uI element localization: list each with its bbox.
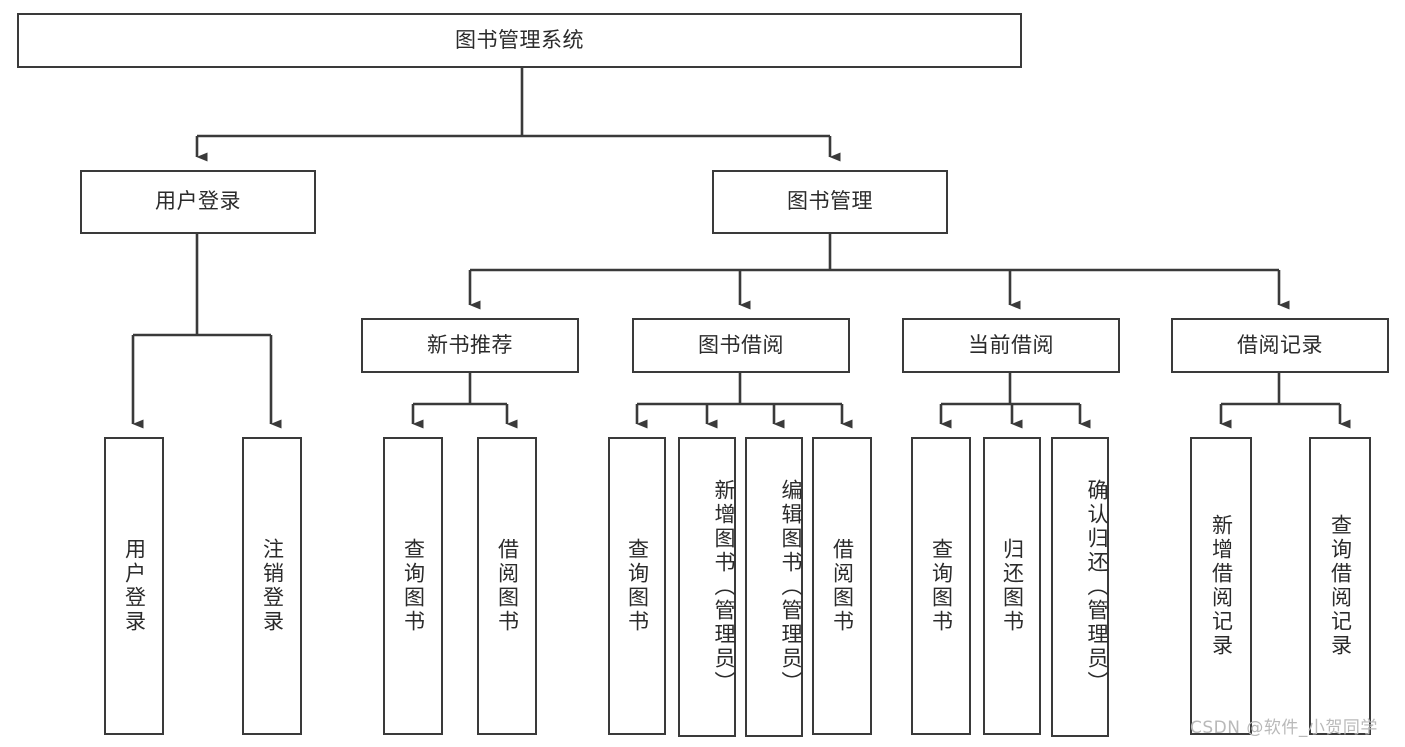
node-book-manage[interactable]: 图书管理 bbox=[712, 170, 948, 234]
node-label: 新增借阅记录 bbox=[1209, 514, 1234, 658]
node-leaf-confirm-return[interactable]: 确认归还（管理员） bbox=[1051, 437, 1109, 737]
node-label: 新增图书（管理员） bbox=[712, 479, 736, 695]
node-label: 图书管理系统 bbox=[455, 27, 584, 52]
node-current-borrow[interactable]: 当前借阅 bbox=[902, 318, 1120, 373]
node-leaf-query-record[interactable]: 查询借阅记录 bbox=[1309, 437, 1371, 735]
node-label: 查询借阅记录 bbox=[1328, 514, 1353, 658]
node-label: 查询图书 bbox=[401, 538, 426, 634]
node-user-login[interactable]: 用户登录 bbox=[80, 170, 316, 234]
node-label: 图书管理 bbox=[787, 189, 873, 214]
node-leaf-add-record[interactable]: 新增借阅记录 bbox=[1190, 437, 1252, 735]
node-book-borrow[interactable]: 图书借阅 bbox=[632, 318, 850, 373]
node-label: 确认归还（管理员） bbox=[1085, 479, 1109, 695]
node-label: 用户登录 bbox=[122, 538, 147, 634]
node-label: 借阅图书 bbox=[830, 538, 855, 634]
node-label: 新书推荐 bbox=[427, 332, 513, 357]
node-label: 用户登录 bbox=[155, 189, 241, 214]
node-leaf-query-book-2[interactable]: 查询图书 bbox=[608, 437, 666, 735]
node-label: 查询图书 bbox=[625, 538, 650, 634]
node-leaf-add-book[interactable]: 新增图书（管理员） bbox=[678, 437, 736, 737]
node-leaf-query-book-3[interactable]: 查询图书 bbox=[911, 437, 971, 735]
node-leaf-borrow-book-1[interactable]: 借阅图书 bbox=[477, 437, 537, 735]
node-label: 查询图书 bbox=[929, 538, 954, 634]
node-borrow-record[interactable]: 借阅记录 bbox=[1171, 318, 1389, 373]
node-label: 图书借阅 bbox=[698, 332, 784, 357]
node-label: 当前借阅 bbox=[968, 332, 1054, 357]
node-label: 借阅记录 bbox=[1237, 332, 1323, 357]
node-leaf-edit-book[interactable]: 编辑图书（管理员） bbox=[745, 437, 803, 737]
node-root[interactable]: 图书管理系统 bbox=[17, 13, 1022, 68]
node-label: 注销登录 bbox=[260, 538, 285, 634]
node-label: 归还图书 bbox=[1000, 538, 1025, 634]
node-label: 编辑图书（管理员） bbox=[779, 479, 803, 695]
node-leaf-user-logout[interactable]: 注销登录 bbox=[242, 437, 302, 735]
node-leaf-return-book[interactable]: 归还图书 bbox=[983, 437, 1041, 735]
node-leaf-query-book-1[interactable]: 查询图书 bbox=[383, 437, 443, 735]
node-leaf-borrow-book-2[interactable]: 借阅图书 bbox=[812, 437, 872, 735]
node-new-book-recommend[interactable]: 新书推荐 bbox=[361, 318, 579, 373]
node-label: 借阅图书 bbox=[495, 538, 520, 634]
watermark-text: CSDN @软件_小贺同学 bbox=[1190, 718, 1378, 738]
node-leaf-user-login[interactable]: 用户登录 bbox=[104, 437, 164, 735]
